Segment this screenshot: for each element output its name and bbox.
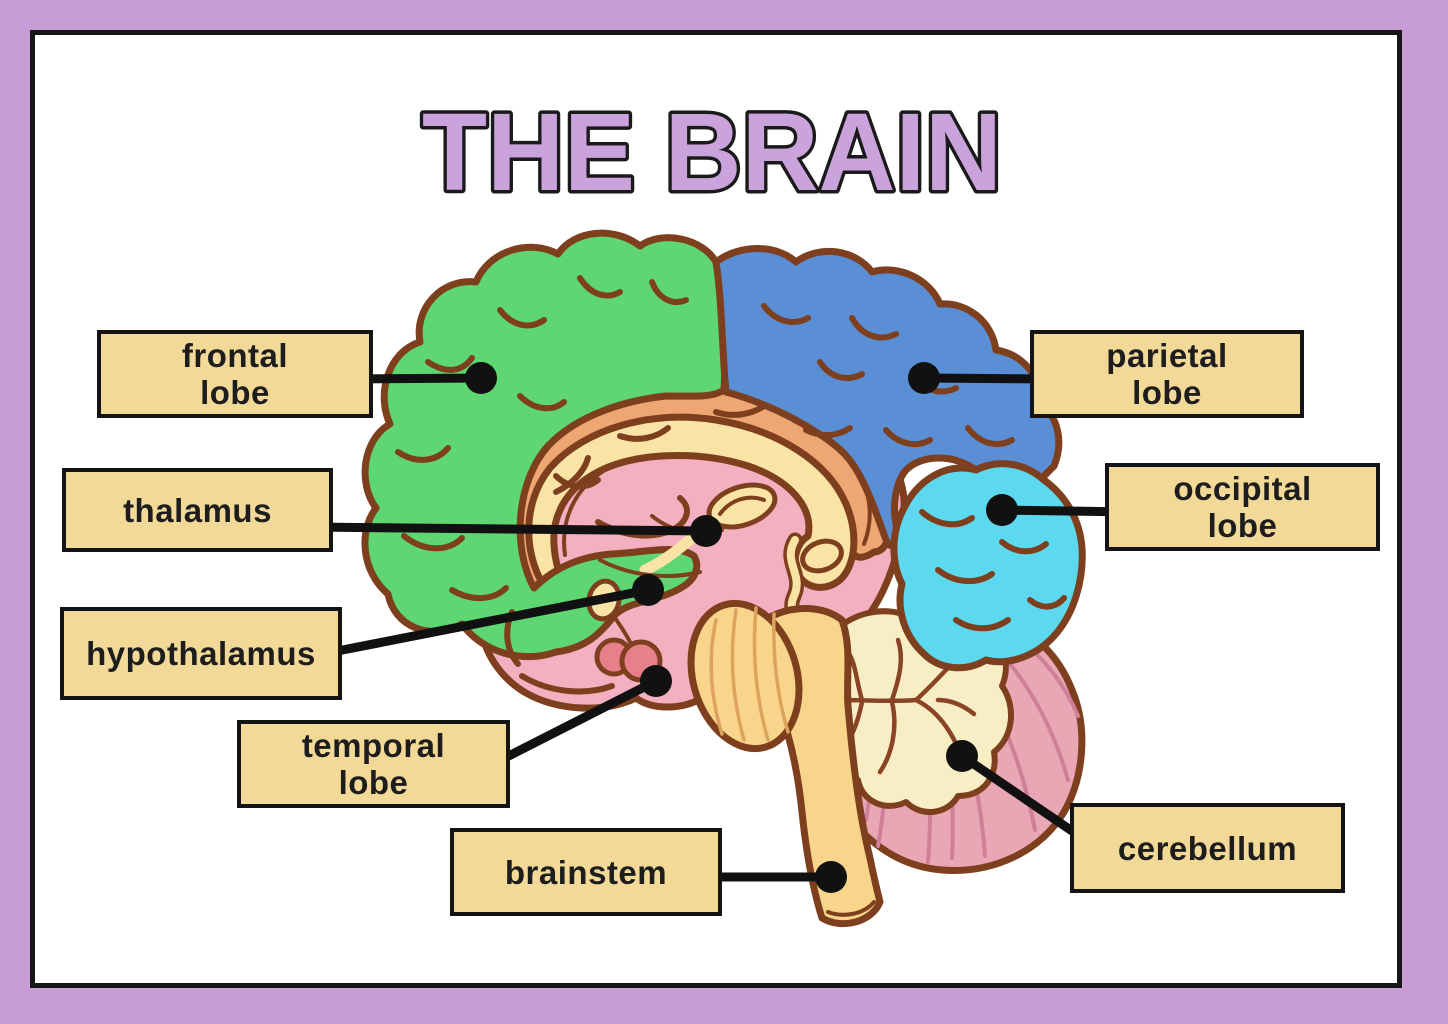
pons-striations	[709, 606, 790, 742]
connector-brainstem-target-dot	[815, 861, 847, 893]
connector-thalamus-target-dot	[690, 515, 722, 547]
page-title: THE BRAIN	[422, 91, 1002, 214]
occipital-lobe-region	[890, 460, 1086, 672]
label-thalamus: thalamus	[62, 468, 333, 552]
label-hypothalamus: hypothalamus	[60, 607, 342, 700]
connector-parietal-lobe-target-dot	[908, 362, 940, 394]
pituitary-stalk	[613, 616, 632, 644]
label-temporal-lobe-text: temporal lobe	[301, 727, 446, 801]
label-frontal-lobe: frontal lobe	[97, 330, 373, 418]
connector-hypothalamus-target-dot	[632, 574, 664, 606]
label-parietal-lobe-text: parietal lobe	[1106, 337, 1228, 411]
connector-thalamus-line	[309, 522, 707, 536]
label-temporal-lobe: temporal lobe	[237, 720, 510, 808]
fornix-detail-line	[718, 495, 766, 516]
label-cerebellum-text: cerebellum	[1117, 829, 1298, 867]
connector-hypothalamus-line	[316, 585, 649, 660]
label-parietal-lobe: parietal lobe	[1030, 330, 1304, 418]
label-thalamus-text: thalamus	[123, 491, 272, 529]
gyri-lines	[395, 275, 1067, 695]
label-hypothalamus-text: hypothalamus	[86, 635, 316, 672]
connector-temporal-lobe-line	[482, 676, 659, 773]
label-frontal-lobe-text: frontal lobe	[181, 337, 289, 411]
label-occipital-lobe: occipital lobe	[1105, 463, 1380, 551]
connector-frontal-lobe-target-dot	[465, 362, 497, 394]
connector-occipital-lobe-target-dot	[986, 494, 1018, 526]
label-cerebellum: cerebellum	[1070, 803, 1345, 893]
connector-cerebellum-target-dot	[946, 740, 978, 772]
label-brainstem-text: brainstem	[504, 853, 668, 891]
medulla-cut-line	[826, 900, 876, 917]
label-brainstem: brainstem	[450, 828, 722, 916]
connector-temporal-lobe-target-dot	[640, 665, 672, 697]
pineal-body	[800, 538, 844, 574]
label-occipital-lobe-text: occipital lobe	[1173, 470, 1312, 544]
